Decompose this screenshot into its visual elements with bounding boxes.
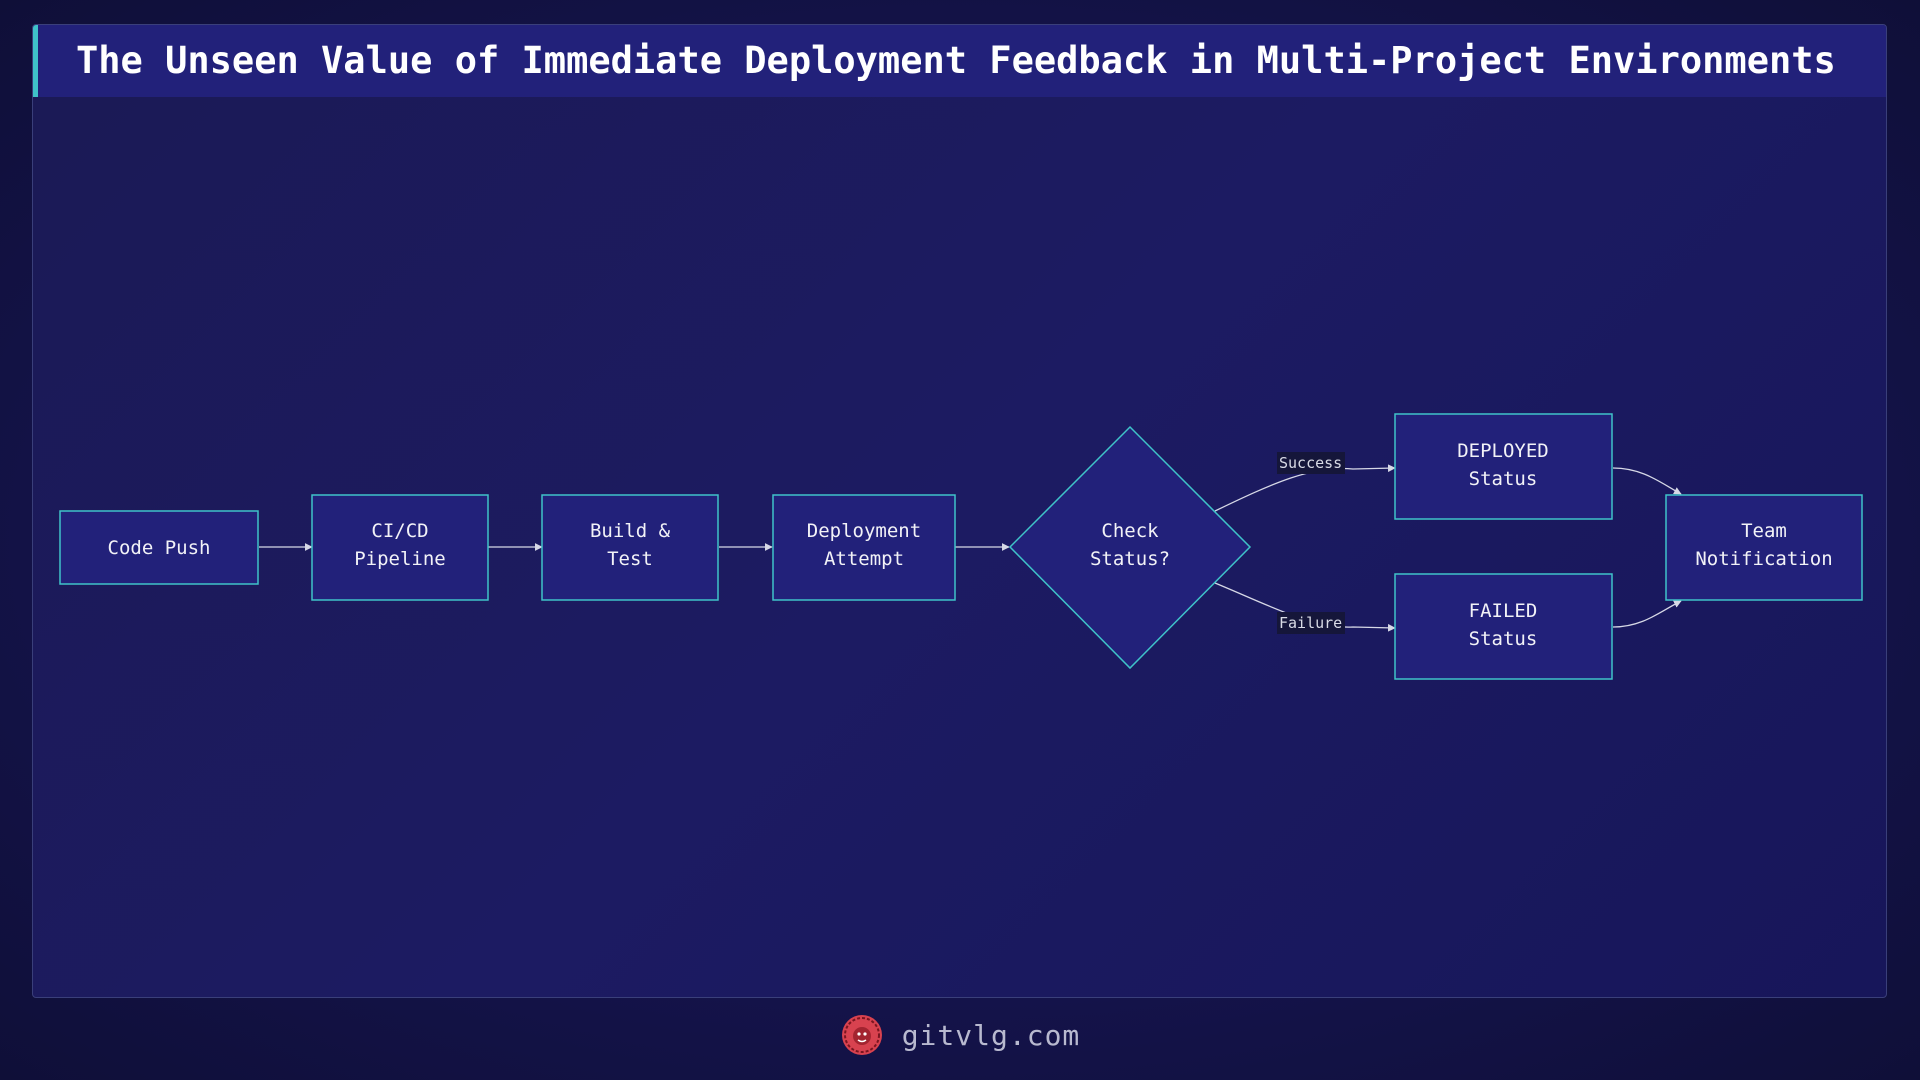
node-deploy-label-line1: Deployment [807,520,921,542]
flow-diagram: Success Failure Code Push CI/CD Pipeline… [59,413,1863,680]
edge-deployed-notify [1612,467,1682,495]
node-check-status: Check Status? [1008,425,1252,670]
node-notify-label-line2: Notification [1695,548,1832,570]
node-failed-label-line2: Status [1469,628,1538,650]
node-failed-label-line1: FAILED [1469,600,1538,622]
node-check-label-line1: Check [1101,520,1159,542]
node-deployment-attempt: Deployment Attempt [772,494,956,601]
title-bar: The Unseen Value of Immediate Deployment… [33,25,1886,97]
node-code-push-label: Code Push [108,537,211,559]
edge-failed-notify [1612,600,1682,628]
node-deploy-label-line2: Attempt [824,548,904,570]
node-deployed-label-line1: DEPLOYED [1457,440,1549,462]
footer: gitvlg.com [0,1010,1920,1060]
footer-site[interactable]: gitvlg.com [901,1018,1081,1052]
node-build-label-line1: Build & [590,520,671,542]
node-check-label-line2: Status? [1090,548,1170,570]
edge-label-success: Success [1277,452,1345,474]
node-build-label-line2: Test [607,548,653,570]
page-title: The Unseen Value of Immediate Deployment… [76,39,1836,82]
edge-check-deployed [1214,464,1396,512]
node-build-test: Build & Test [541,494,719,601]
failure-label: Failure [1279,614,1342,632]
node-deployed-label-line2: Status [1469,468,1538,490]
node-code-push: Code Push [59,510,259,585]
lion-logo-icon [841,1015,882,1055]
node-team-notification: Team Notification [1665,494,1863,601]
diagram-panel: The Unseen Value of Immediate Deployment… [32,24,1887,998]
node-failed-status: FAILED Status [1394,573,1613,680]
node-cicd-label-line2: Pipeline [354,548,446,570]
edge-label-failure: Failure [1277,612,1345,634]
node-deployed-status: DEPLOYED Status [1394,413,1613,520]
node-cicd-label-line1: CI/CD [371,520,428,542]
success-label: Success [1279,454,1342,472]
node-cicd-pipeline: CI/CD Pipeline [311,494,489,601]
node-notify-label-line1: Team [1741,520,1787,542]
